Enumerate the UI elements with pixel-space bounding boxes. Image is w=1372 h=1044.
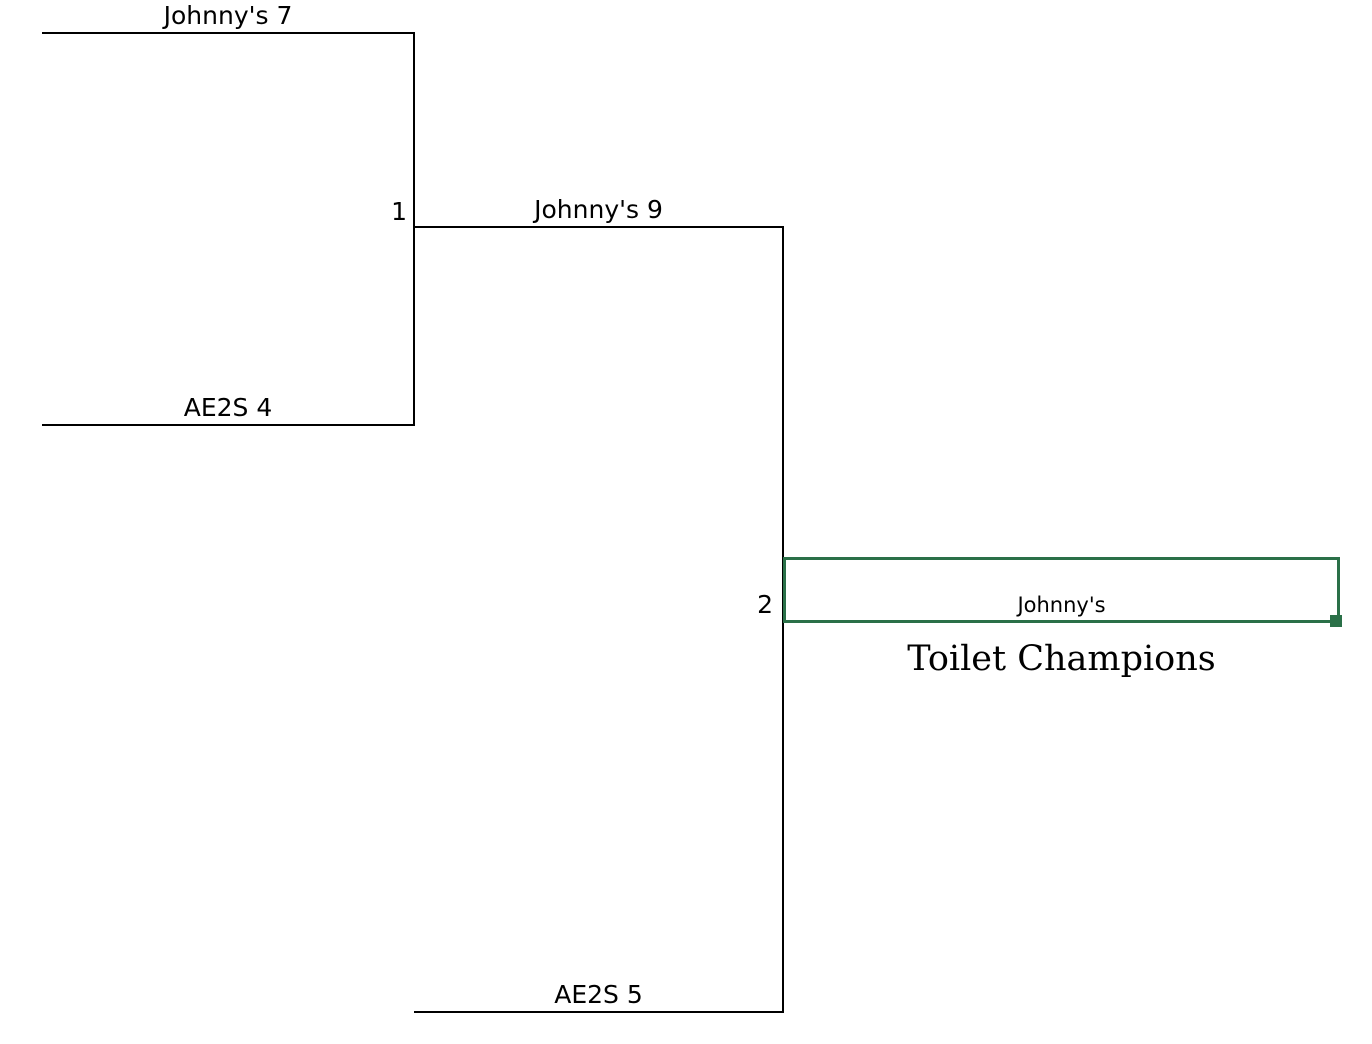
slot-label-round1-top[interactable]: Johnny's 7 (163, 1, 293, 30)
match-number-1: 1 (391, 197, 407, 226)
slot-label-round2-top[interactable]: Johnny's 9 (534, 195, 663, 224)
champion-name: Johnny's (1017, 593, 1106, 617)
slot-label-round2-bottom[interactable]: AE2S 5 (554, 980, 643, 1009)
match-number-2: 2 (757, 590, 773, 619)
slot-label-round1-bottom[interactable]: AE2S 4 (183, 393, 273, 422)
champion-box[interactable]: Johnny's (783, 557, 1340, 623)
resize-handle[interactable] (1330, 615, 1342, 627)
champion-caption: Toilet Champions (907, 639, 1216, 679)
